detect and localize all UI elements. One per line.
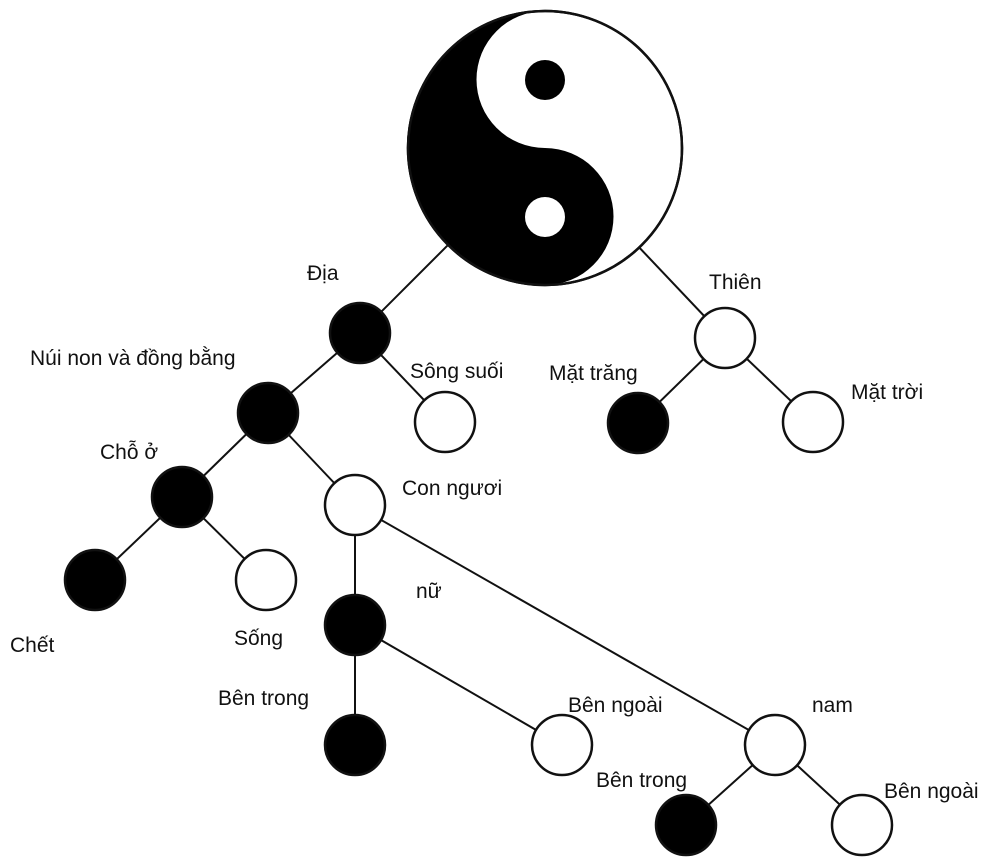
edge-con_nguoi-to-nam [354, 504, 776, 746]
node-nu [323, 593, 387, 657]
node-mat-troi [781, 390, 845, 454]
node-nam-ben-ngoai [830, 793, 894, 857]
label-nam-ben-trong: Bên trong [596, 769, 687, 792]
node-chet [63, 548, 127, 612]
label-nam: nam [812, 694, 853, 717]
label-nam-ben-ngoai: Bên ngoài [884, 780, 979, 803]
node-nu-ben-trong [323, 713, 387, 777]
label-mat-troi: Mặt trời [851, 381, 923, 404]
label-nui-non: Núi non và đồng bằng [30, 347, 236, 370]
edge-nu-to-nu_ben_ngoai [354, 624, 563, 746]
label-dia: Địa [307, 262, 339, 285]
label-thien: Thiên [709, 271, 762, 294]
label-nu-ben-trong: Bên trong [218, 687, 309, 710]
node-cho-o [150, 465, 214, 529]
label-con-nguoi: Con ngươi [402, 477, 502, 500]
label-chet: Chết [10, 634, 55, 657]
label-nu-ben-ngoai: Bên ngoài [568, 694, 663, 717]
node-con-nguoi [323, 473, 387, 537]
label-song: Sống [234, 627, 283, 650]
node-nu-ben-ngoai [530, 713, 594, 777]
node-nam [743, 713, 807, 777]
node-mat-trang [606, 391, 670, 455]
label-mat-trang: Mặt trăng [549, 362, 638, 385]
node-nui-non [236, 381, 300, 445]
node-thien [693, 306, 757, 370]
yin-yang-icon [406, 9, 684, 287]
node-nam-ben-trong [654, 793, 718, 857]
label-cho-o: Chỗ ở [100, 441, 158, 464]
label-nu: nữ [416, 580, 442, 603]
nodes-layer [63, 301, 894, 857]
node-dia [328, 301, 392, 365]
node-song-suoi [413, 390, 477, 454]
node-song [234, 548, 298, 612]
label-song-suoi: Sông suối [410, 360, 503, 383]
